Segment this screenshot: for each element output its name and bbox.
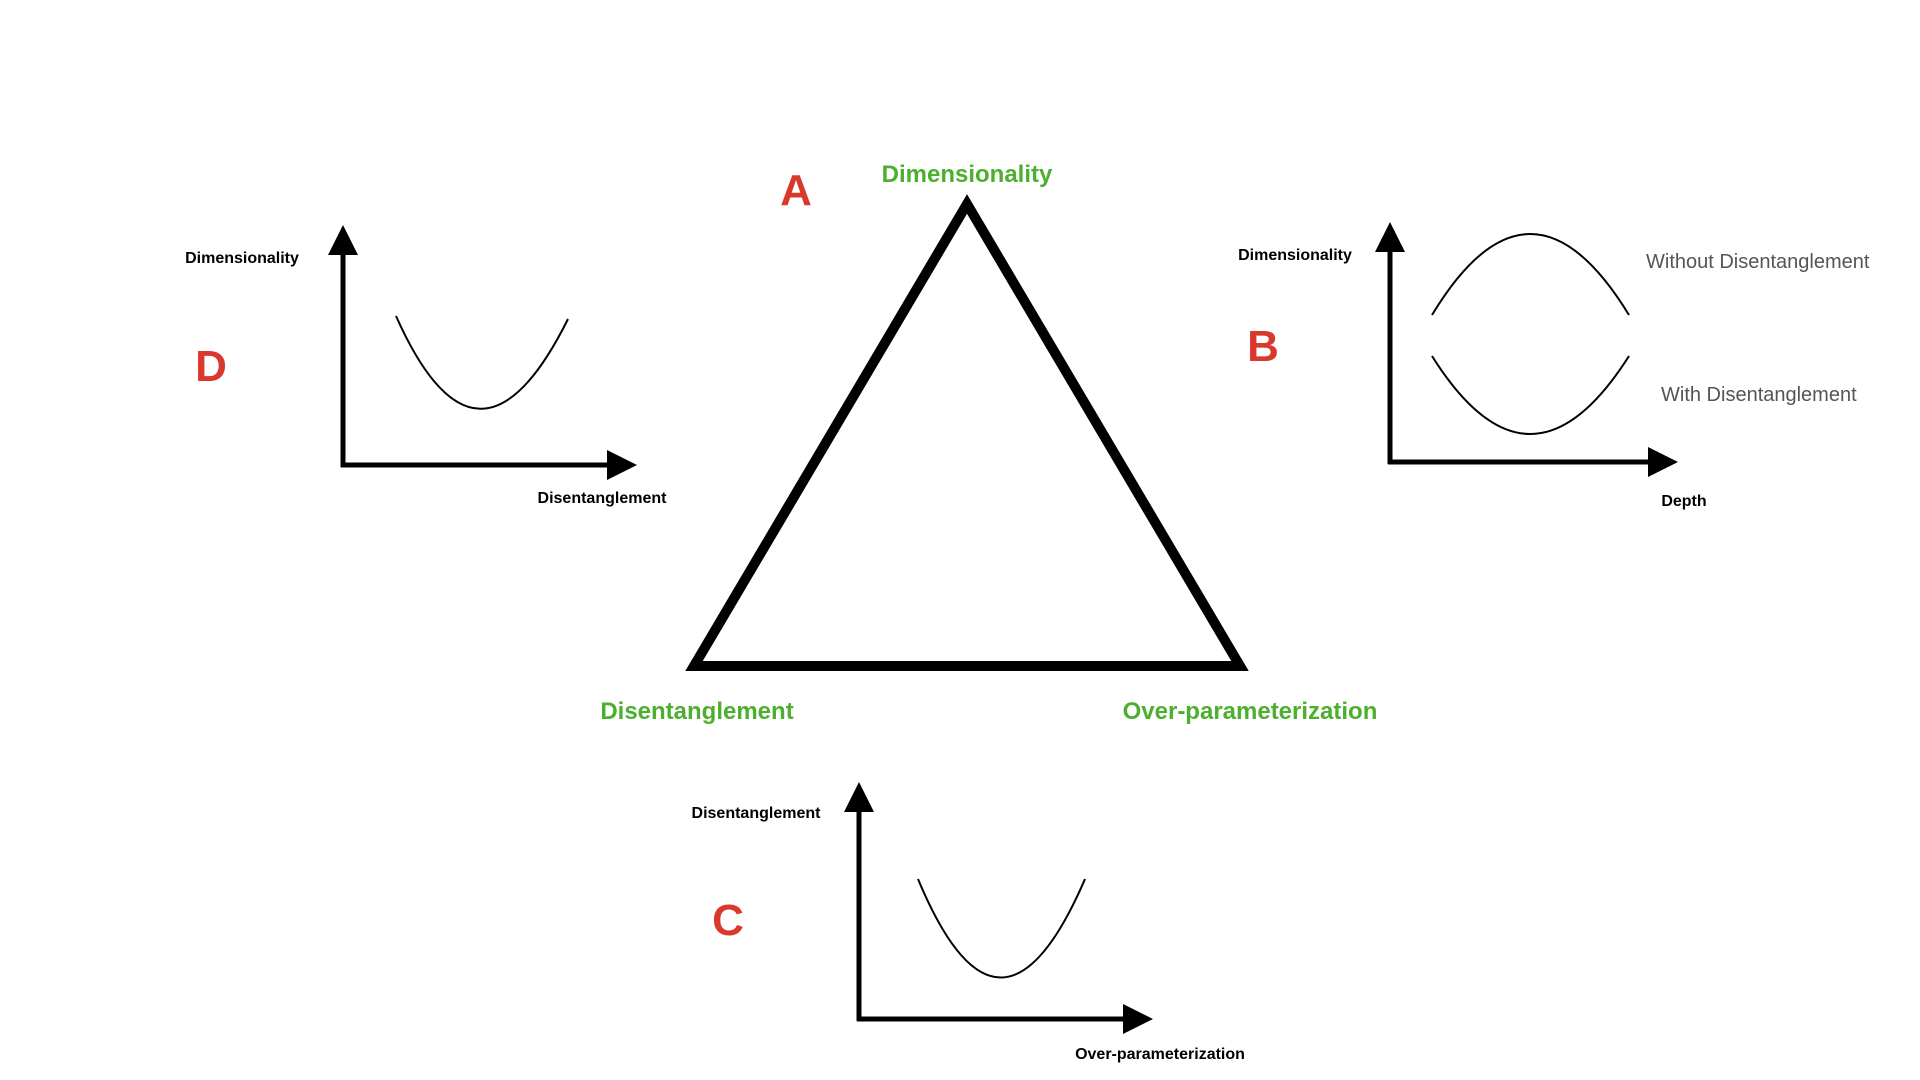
vertex-label-top: Dimensionality <box>882 161 1053 188</box>
panel-letter-a: A <box>780 166 812 215</box>
panel-c-curve <box>917 878 1086 979</box>
trade-off-triangle <box>685 194 1249 671</box>
vertex-label-left: Disentanglement <box>600 698 793 725</box>
panel-d-x-label: Disentanglement <box>538 490 668 507</box>
panel-c: C Disentanglement Over-parameterization <box>692 782 1245 1063</box>
panel-d: D Dimensionality Disentanglement <box>185 225 668 507</box>
panel-b-curve-upper <box>1431 233 1630 316</box>
panel-b-x-label: Depth <box>1661 493 1706 510</box>
vertex-label-right: Over-parameterization <box>1123 698 1378 725</box>
panel-letter-b: B <box>1247 322 1279 371</box>
panel-c-y-label: Disentanglement <box>692 805 822 822</box>
panel-b: B Dimensionality Depth Without Disentang… <box>1238 222 1870 510</box>
triangle-panel-a: A Dimensionality Disentanglement Over-pa… <box>600 161 1377 725</box>
panel-letter-d: D <box>195 342 227 391</box>
panel-c-x-label: Over-parameterization <box>1075 1046 1245 1063</box>
panel-b-curve-upper-label: Without Disentanglement <box>1646 251 1870 273</box>
panel-letter-c: C <box>712 896 744 945</box>
panel-b-curve-lower <box>1431 355 1630 435</box>
panel-d-curve <box>395 315 569 410</box>
panel-b-curve-lower-label: With Disentanglement <box>1661 384 1857 406</box>
panel-d-y-label: Dimensionality <box>185 250 299 267</box>
panel-b-y-label: Dimensionality <box>1238 247 1352 264</box>
